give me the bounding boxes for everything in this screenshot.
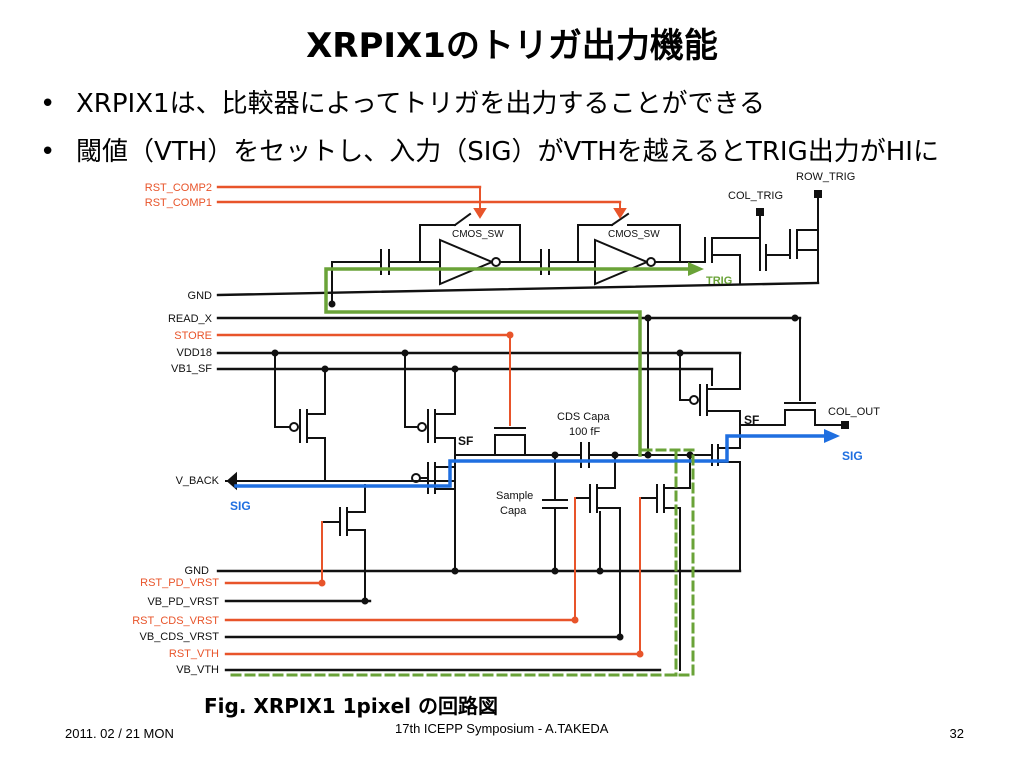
label-cmos-sw-2: CMOS_SW (608, 229, 660, 240)
label-rst-cds-vrst: RST_CDS_VRST (132, 615, 219, 627)
label-row-trig: ROW_TRIG (796, 171, 855, 183)
bullet-item: • XRPIX1は、比較器によってトリガを出力することができる (40, 80, 1020, 128)
footer-event: 17th ICEPP Symposium - A.TAKEDA (395, 721, 609, 736)
black-rails (216, 281, 820, 672)
label-gnd-top: GND (188, 290, 213, 302)
label-rst-comp2: RST_COMP2 (145, 182, 212, 194)
footer-date: 2011. 02 / 21 MON (65, 726, 174, 741)
label-vb-pd-vrst: VB_PD_VRST (147, 596, 219, 608)
label-sf-2: SF (744, 413, 759, 427)
label-col-out: COL_OUT (828, 406, 880, 418)
label-sf-1: SF (458, 434, 473, 448)
label-vb1-sf: VB1_SF (171, 363, 212, 375)
label-rst-pd-vrst: RST_PD_VRST (140, 577, 219, 589)
label-rst-comp1: RST_COMP1 (145, 197, 212, 209)
label-read-x: READ_X (168, 313, 213, 325)
label-vdd18: VDD18 (177, 347, 212, 359)
bullet-icon: • (40, 137, 56, 167)
vth-dashed-box (224, 448, 695, 677)
red-dots (318, 331, 644, 658)
bullet-item: • 閾値（VTH）をセットし、入力（SIG）がVTHを越えるとTRIG出力がHI… (40, 128, 1020, 176)
comp-reset-arrows (473, 186, 627, 219)
bullet-text: 閾値（VTH）をセットし、入力（SIG）がVTHを越えるとTRIG出力がHIに (76, 137, 939, 167)
v-back-line (225, 471, 456, 491)
bullet-list: • XRPIX1は、比較器によってトリガを出力することができる • 閾値（VTH… (40, 80, 1020, 176)
label-sample-capa-2: Capa (500, 505, 527, 517)
junction-dots (271, 300, 799, 641)
sig-path (234, 429, 840, 488)
label-rst-vth: RST_VTH (169, 648, 219, 660)
red-rails (216, 185, 642, 656)
trig-pins (756, 190, 822, 216)
label-v-back: V_BACK (176, 475, 220, 487)
figure-caption: Fig. XRPIX1 1pixel の回路図 (204, 694, 498, 718)
trig-path (324, 262, 704, 457)
comparator (331, 194, 819, 286)
label-sig-left: SIG (230, 499, 251, 513)
label-col-trig: COL_TRIG (728, 190, 783, 202)
col-out-pin (841, 421, 849, 429)
slide-title: XRPIX1のトリガ出力機能 (306, 26, 718, 66)
label-sig-right: SIG (842, 449, 863, 463)
label-cmos-sw-1: CMOS_SW (452, 229, 504, 240)
red-gate-wires (321, 334, 641, 655)
page-number: 32 (949, 726, 964, 741)
label-cds-value: 100 fF (569, 426, 600, 438)
bullet-icon: • (40, 89, 56, 119)
label-cds-capa: CDS Capa (557, 411, 610, 423)
pixel-transistors (274, 261, 846, 671)
label-sample-capa-1: Sample (496, 490, 533, 502)
label-vb-vth: VB_VTH (176, 664, 219, 676)
label-trig: TRIG (706, 275, 732, 287)
label-store: STORE (174, 330, 212, 342)
label-vb-cds-vrst: VB_CDS_VRST (140, 631, 220, 643)
label-gnd-bottom: GND (185, 565, 210, 577)
bullet-text: XRPIX1は、比較器によってトリガを出力することができる (76, 89, 765, 119)
